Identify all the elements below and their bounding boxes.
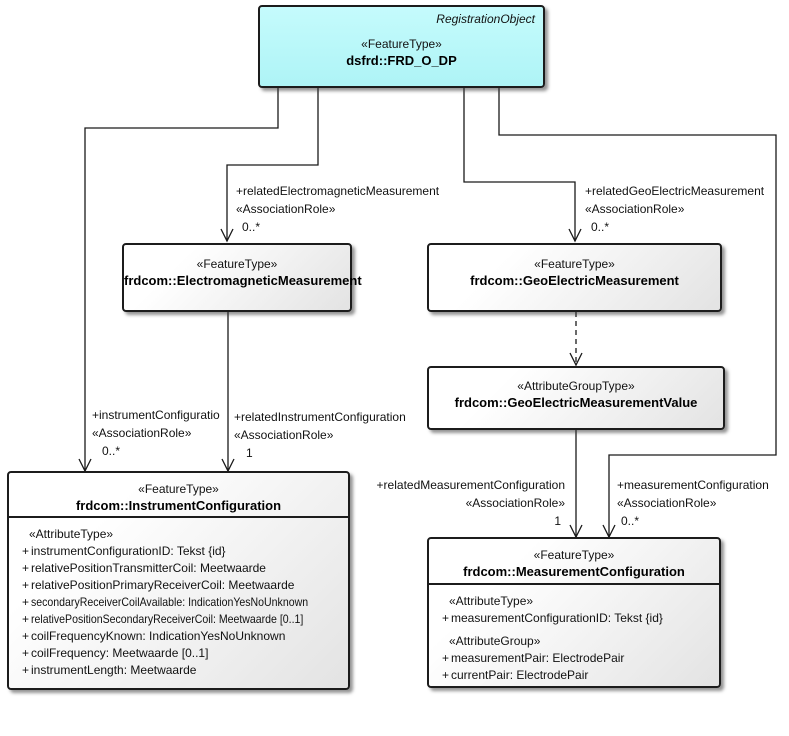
attribute-row: +relativePositionTransmitterCoil: Meetwa… [22,561,266,575]
attribute-compartment: «AttributeType» +measurementConfiguratio… [429,585,719,684]
role-name: +relatedElectromagneticMeasurement [236,184,440,198]
attribute-row: +coilFrequencyKnown: IndicationYesNoUnkn… [22,629,286,643]
role-stereotype: «AssociationRole» [585,202,685,216]
connector-frd-to-electromagnetic-measurement[interactable] [220,88,319,243]
multiplicity: 1 [554,514,561,528]
attribute-group-heading: «AttributeType» [449,594,534,608]
role-name: +relatedGeoElectricMeasurement [585,184,765,198]
class-stereotype: «AttributeGroupType» [517,379,635,393]
attribute-row: +currentPair: ElectrodePair [442,668,589,682]
connector-value-to-measurement-configuration[interactable] [569,430,583,539]
class-name: frdcom::GeoElectricMeasurement [470,273,679,288]
class-stereotype: «FeatureType» [534,257,615,271]
attribute-compartment: «AttributeType» +instrumentConfiguration… [9,518,348,679]
class-stereotype: «FeatureType» [138,482,219,496]
class-name: frdcom::InstrumentConfiguration [75,498,282,513]
attribute-row: +measurementConfigurationID: Tekst {id} [442,611,663,625]
class-box-electromagnetic-measurement[interactable]: «FeatureType» frdcom::ElectromagneticMea… [122,243,362,312]
class-box-measurement-configuration[interactable]: «FeatureType» frdcom::MeasurementConfigu… [427,537,721,688]
connector-frd-to-geo-electric-measurement[interactable] [463,88,582,243]
connector-electromagnetic-to-instrument-configuration[interactable] [221,312,235,473]
attribute-row: +measurementPair: ElectrodePair [442,651,625,665]
attribute-row: +relativePositionSecondaryReceiverCoil: … [22,612,304,626]
class-box-frd-o-dp[interactable]: RegistrationObject «FeatureType» dsfrd::… [258,5,545,88]
attribute-group-heading: «AttributeType» [29,527,114,541]
open-arrowhead-icon [220,228,234,243]
assoc-label-related-instrument-configuration: +relatedInstrumentConfiguration «Associa… [234,408,406,462]
multiplicity: 1 [246,446,253,460]
class-stereotype: «FeatureType» [361,37,442,51]
assoc-label-instrument-configuration: +instrumentConfiguratio «AssociationRole… [92,406,220,460]
role-name: +instrumentConfiguratio [92,408,220,422]
class-box-geo-electric-measurement-value[interactable]: «AttributeGroupType» frdcom::GeoElectric… [427,366,725,430]
role-stereotype: «AssociationRole» [465,496,565,510]
connector-frd-to-measurement-configuration[interactable] [498,88,777,539]
class-stereotype: «FeatureType» [533,548,615,562]
class-name: frdcom::GeoElectricMeasurementValue [454,395,698,410]
role-stereotype: «AssociationRole» [234,428,334,442]
class-stereotype: «FeatureType» [196,257,278,271]
multiplicity: 0..* [621,514,640,528]
class-name: frdcom::ElectromagneticMeasurement [124,273,362,288]
assoc-label-related-measurement-configuration: +relatedMeasurementConfiguration «Associ… [368,476,565,530]
multiplicity: 0..* [102,444,121,458]
assoc-label-measurement-configuration: +measurementConfiguration «AssociationRo… [617,476,769,530]
role-name: +measurementConfiguration [617,478,769,492]
role-stereotype: «AssociationRole» [617,496,717,510]
class-box-geo-electric-measurement[interactable]: «FeatureType» frdcom::GeoElectricMeasure… [427,243,722,312]
role-name: +relatedInstrumentConfiguration [234,410,406,424]
multiplicity: 0..* [242,220,261,234]
class-name: frdcom::MeasurementConfiguration [463,564,685,579]
connector-geo-electric-to-value-dashed[interactable] [569,312,583,367]
class-box-instrument-configuration[interactable]: «FeatureType» frdcom::InstrumentConfigur… [7,471,350,690]
registration-object-annotation: RegistrationObject [436,12,535,26]
attribute-row: +relativePositionPrimaryReceiverCoil: Me… [22,578,295,592]
attribute-row: +coilFrequency: Meetwaarde [0..1] [22,646,209,660]
attribute-row: +secondaryReceiverCoilAvailable: Indicat… [22,595,309,609]
attribute-group-heading: «AttributeGroup» [449,634,541,648]
open-arrowhead-icon [568,228,582,243]
multiplicity: 0..* [591,220,610,234]
role-stereotype: «AssociationRole» [92,426,192,440]
attribute-row: +instrumentLength: Meetwaarde [22,663,197,677]
open-arrowhead-icon [569,352,583,367]
role-stereotype: «AssociationRole» [236,202,336,216]
assoc-label-related-electromagnetic-measurement: +relatedElectromagneticMeasurement «Asso… [236,182,439,236]
role-name: +relatedMeasurementConfiguration [376,478,565,492]
class-name: dsfrd::FRD_O_DP [346,53,457,68]
attribute-row: +instrumentConfigurationID: Tekst {id} [22,544,226,558]
assoc-label-related-geo-electric-measurement: +relatedGeoElectricMeasurement «Associat… [585,182,764,236]
